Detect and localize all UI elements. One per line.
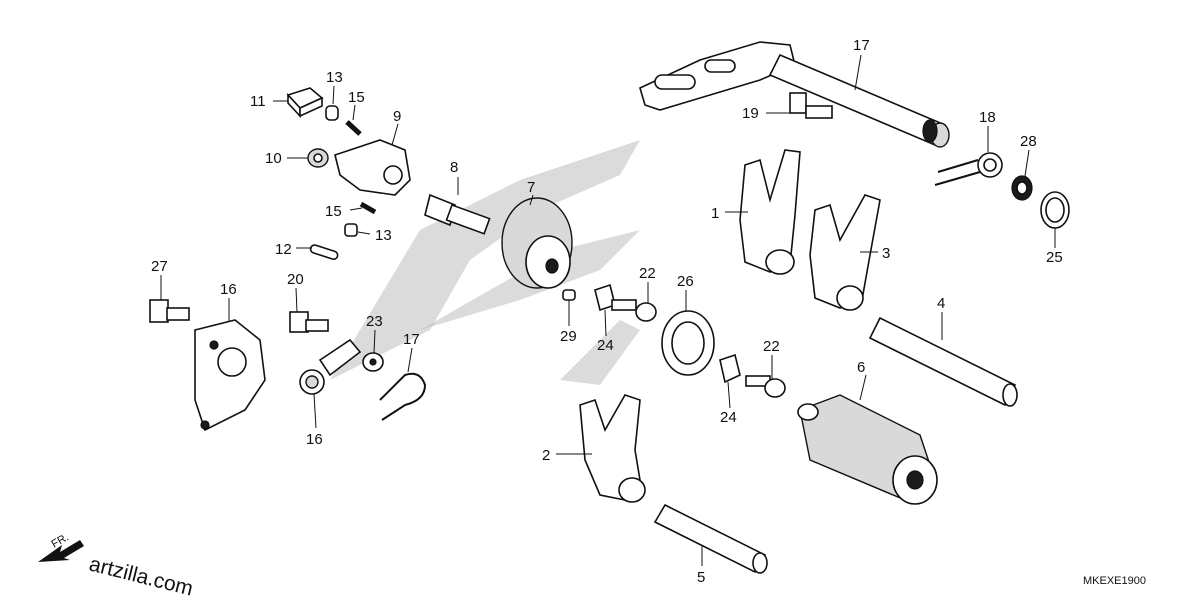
part-16-stopper-roller — [299, 338, 362, 395]
callout-14: 16 — [220, 281, 237, 298]
part-21-bolt — [289, 311, 329, 333]
part-15-spring-lower — [359, 201, 377, 215]
part-18-shift-shaft — [639, 41, 950, 148]
callout-1: 1 — [711, 205, 719, 222]
part-13-pin-upper — [325, 105, 339, 121]
callout-3: 3 — [882, 245, 890, 262]
callout-8: 8 — [450, 159, 458, 176]
callout-24-upper: 24 — [597, 337, 614, 354]
callout-26: 26 — [677, 273, 694, 290]
part-7-drum-cam — [501, 197, 573, 289]
callout-15-lower: 15 — [325, 203, 342, 220]
callout-29: 29 — [560, 328, 577, 345]
callout-7: 7 — [527, 179, 535, 196]
leader-lines — [160, 54, 1056, 566]
callout-27: 27 — [151, 258, 168, 275]
callout-22-upper: 22 — [639, 265, 656, 282]
callout-13-upper: 13 — [326, 69, 343, 86]
part-8-bolt — [424, 193, 491, 235]
part-22-bolt-lower — [745, 375, 786, 398]
artzilla-watermark: artzilla.com — [87, 553, 196, 600]
part-5-fork-shaft — [653, 503, 768, 574]
part-12-pin — [309, 244, 339, 261]
callout-20: 19 — [742, 105, 759, 122]
drawing-code: MKEXE1900 — [1083, 575, 1146, 587]
part-11-block — [286, 87, 324, 119]
part-22-bolt-upper — [611, 299, 657, 322]
part-13-pin-lower — [344, 223, 358, 237]
front-direction-arrow: FR. — [38, 531, 84, 562]
part-26-oil-seal — [661, 310, 715, 376]
part-28-collar — [1011, 175, 1033, 201]
callout-6: 6 — [857, 359, 865, 376]
part-19-spring — [934, 152, 1003, 186]
part-2-shift-fork — [579, 394, 646, 503]
part-3-shift-fork — [809, 194, 881, 311]
callout-13-lower: 13 — [375, 227, 392, 244]
callout-28: 28 — [1020, 133, 1037, 150]
callout-2: 2 — [542, 447, 550, 464]
part-29-pin — [562, 289, 576, 301]
part-27-bolt — [149, 299, 190, 323]
part-9-stopper-arm — [334, 139, 411, 196]
callout-19: 18 — [979, 109, 996, 126]
callout-10: 10 — [265, 150, 282, 167]
callout-4: 4 — [937, 295, 945, 312]
callout-23: 23 — [366, 313, 383, 330]
part-20-bolt — [789, 92, 833, 119]
part-17-return-spring — [379, 372, 427, 421]
part-6-shift-drum — [797, 394, 938, 505]
part-24-plate-lower — [719, 353, 741, 384]
callout-11: 11 — [250, 93, 266, 110]
callout-labels: 11 13 15 9 10 8 7 15 13 12 27 16 20 23 1… — [151, 37, 1063, 586]
part-4-fork-shaft — [868, 316, 1018, 407]
part-10-washer — [307, 148, 329, 168]
callout-17: 17 — [403, 331, 420, 348]
part-15-spring-upper — [345, 120, 362, 136]
callout-5: 5 — [697, 569, 705, 586]
callout-9: 9 — [393, 108, 401, 125]
callout-22-lower: 22 — [763, 338, 780, 355]
callout-25: 25 — [1046, 249, 1063, 266]
callout-21: 20 — [287, 271, 304, 288]
part-23-washer — [362, 352, 384, 372]
callout-24-lower: 24 — [720, 409, 737, 426]
callout-18: 17 — [853, 37, 870, 54]
callout-15-upper: 15 — [348, 89, 365, 106]
callout-16: 16 — [306, 431, 323, 448]
part-25-washer — [1040, 191, 1070, 229]
part-1-shift-fork — [739, 149, 801, 275]
callout-12: 12 — [275, 241, 292, 258]
part-14-guide-plate — [194, 319, 266, 432]
